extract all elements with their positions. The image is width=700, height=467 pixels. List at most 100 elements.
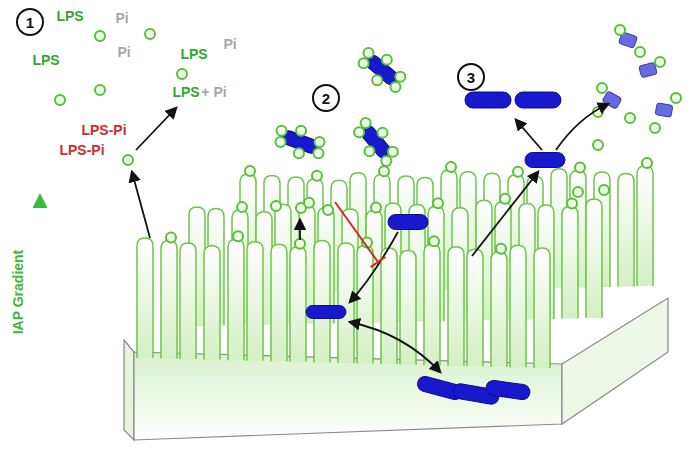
bacterial-fragment: [639, 62, 658, 78]
bacterium: [306, 306, 346, 319]
arrow: [556, 104, 608, 150]
iap-molecule: [166, 233, 176, 243]
arrow: [350, 322, 440, 372]
iap-molecule: [388, 147, 398, 157]
iap-molecule: [381, 156, 391, 166]
villus: [314, 240, 330, 362]
callout-number: 1: [16, 8, 44, 36]
villus: [247, 242, 263, 361]
iap-molecule: [304, 198, 314, 208]
iap-molecule: [429, 236, 439, 246]
gradient-arrow: [39, 196, 42, 392]
iap-molecule: [271, 201, 281, 211]
iap-molecule: [123, 155, 133, 165]
lps-label: LPS: [180, 47, 207, 61]
iap-molecule: [390, 82, 400, 92]
bacterium: [525, 153, 565, 168]
villus: [290, 247, 306, 362]
iap-molecule: [275, 137, 285, 147]
iap-molecule: [395, 72, 405, 82]
bacteria: [280, 32, 673, 406]
iap-molecule: [575, 162, 585, 172]
iap-molecule: [294, 148, 304, 158]
iap-molecule: [364, 48, 374, 58]
iap-molecule: [615, 25, 625, 35]
bacterium: [485, 380, 531, 401]
iap-molecule: [625, 113, 635, 123]
iap-molecule: [513, 167, 523, 177]
iap-molecule: [145, 29, 155, 39]
villus: [271, 244, 287, 361]
callout-number: 2: [312, 84, 340, 112]
phosphate-label: Pi: [115, 11, 128, 25]
iap-molecule: [245, 166, 255, 176]
iap-molecule: [371, 202, 381, 212]
villus: [510, 245, 526, 367]
iap-molecule: [55, 95, 65, 105]
villus: [180, 243, 196, 359]
phosphate-label: Pi: [223, 37, 236, 51]
villus: [381, 248, 397, 364]
iap-molecule: [359, 58, 369, 68]
villus: [534, 248, 550, 368]
arrow: [299, 220, 301, 240]
villus: [228, 239, 244, 360]
iap-molecule: [597, 83, 607, 93]
iap-molecule: [312, 171, 322, 181]
iap-molecule: [354, 127, 364, 137]
lps-label: LPS: [56, 9, 83, 23]
inhibition-line: [335, 202, 385, 267]
iap-molecule: [642, 158, 652, 168]
iap-molecule: [650, 123, 660, 133]
villus: [424, 244, 440, 365]
lps-pi-label: LPS-Pi: [81, 123, 126, 137]
villus: [338, 243, 354, 363]
bacterium: [515, 92, 561, 108]
iap-molecule: [237, 202, 247, 212]
iap-molecule: [95, 31, 105, 41]
iap-molecule: [500, 194, 510, 204]
iap-molecule: [177, 69, 187, 79]
villus: [618, 173, 634, 286]
iap-molecule: [378, 128, 388, 138]
arrow: [132, 172, 150, 238]
iap-molecule: [567, 199, 577, 209]
villus: [562, 207, 578, 319]
arrows: [132, 104, 608, 372]
iap-molecule: [372, 75, 382, 85]
bacterial-fragment: [655, 103, 673, 118]
iap-molecule: [233, 231, 243, 241]
iap-molecule: [313, 148, 323, 158]
iap-molecule: [599, 185, 609, 195]
phosphate-label: + Pi: [201, 85, 226, 99]
arrow: [350, 232, 398, 302]
villus: [400, 251, 416, 365]
iap-molecule: [364, 146, 374, 156]
bacterium: [388, 215, 428, 230]
villus: [448, 247, 464, 366]
iap-molecule: [496, 244, 506, 254]
villus: [491, 252, 507, 367]
iap-molecule: [379, 166, 389, 176]
villus: [204, 246, 220, 360]
gradient-label: IAP Gradient: [11, 250, 25, 335]
iap-molecule: [315, 137, 325, 147]
iap-molecule: [277, 126, 287, 136]
arrow: [472, 172, 538, 256]
arrow: [516, 120, 542, 150]
callout-number: 3: [457, 63, 485, 91]
villus: [161, 241, 177, 359]
iap-molecule: [323, 205, 333, 215]
iap-molecule: [635, 47, 645, 57]
villus: [357, 245, 373, 363]
bacterium: [465, 92, 511, 108]
iap-molecule: [671, 93, 681, 103]
lps-label: LPS: [32, 53, 59, 67]
iap-molecule: [446, 162, 456, 172]
phosphate-label: Pi: [117, 45, 130, 59]
iap-molecules: [55, 25, 681, 254]
villus: [137, 238, 153, 358]
lps-label: LPS: [172, 85, 199, 99]
arrow: [136, 108, 176, 150]
